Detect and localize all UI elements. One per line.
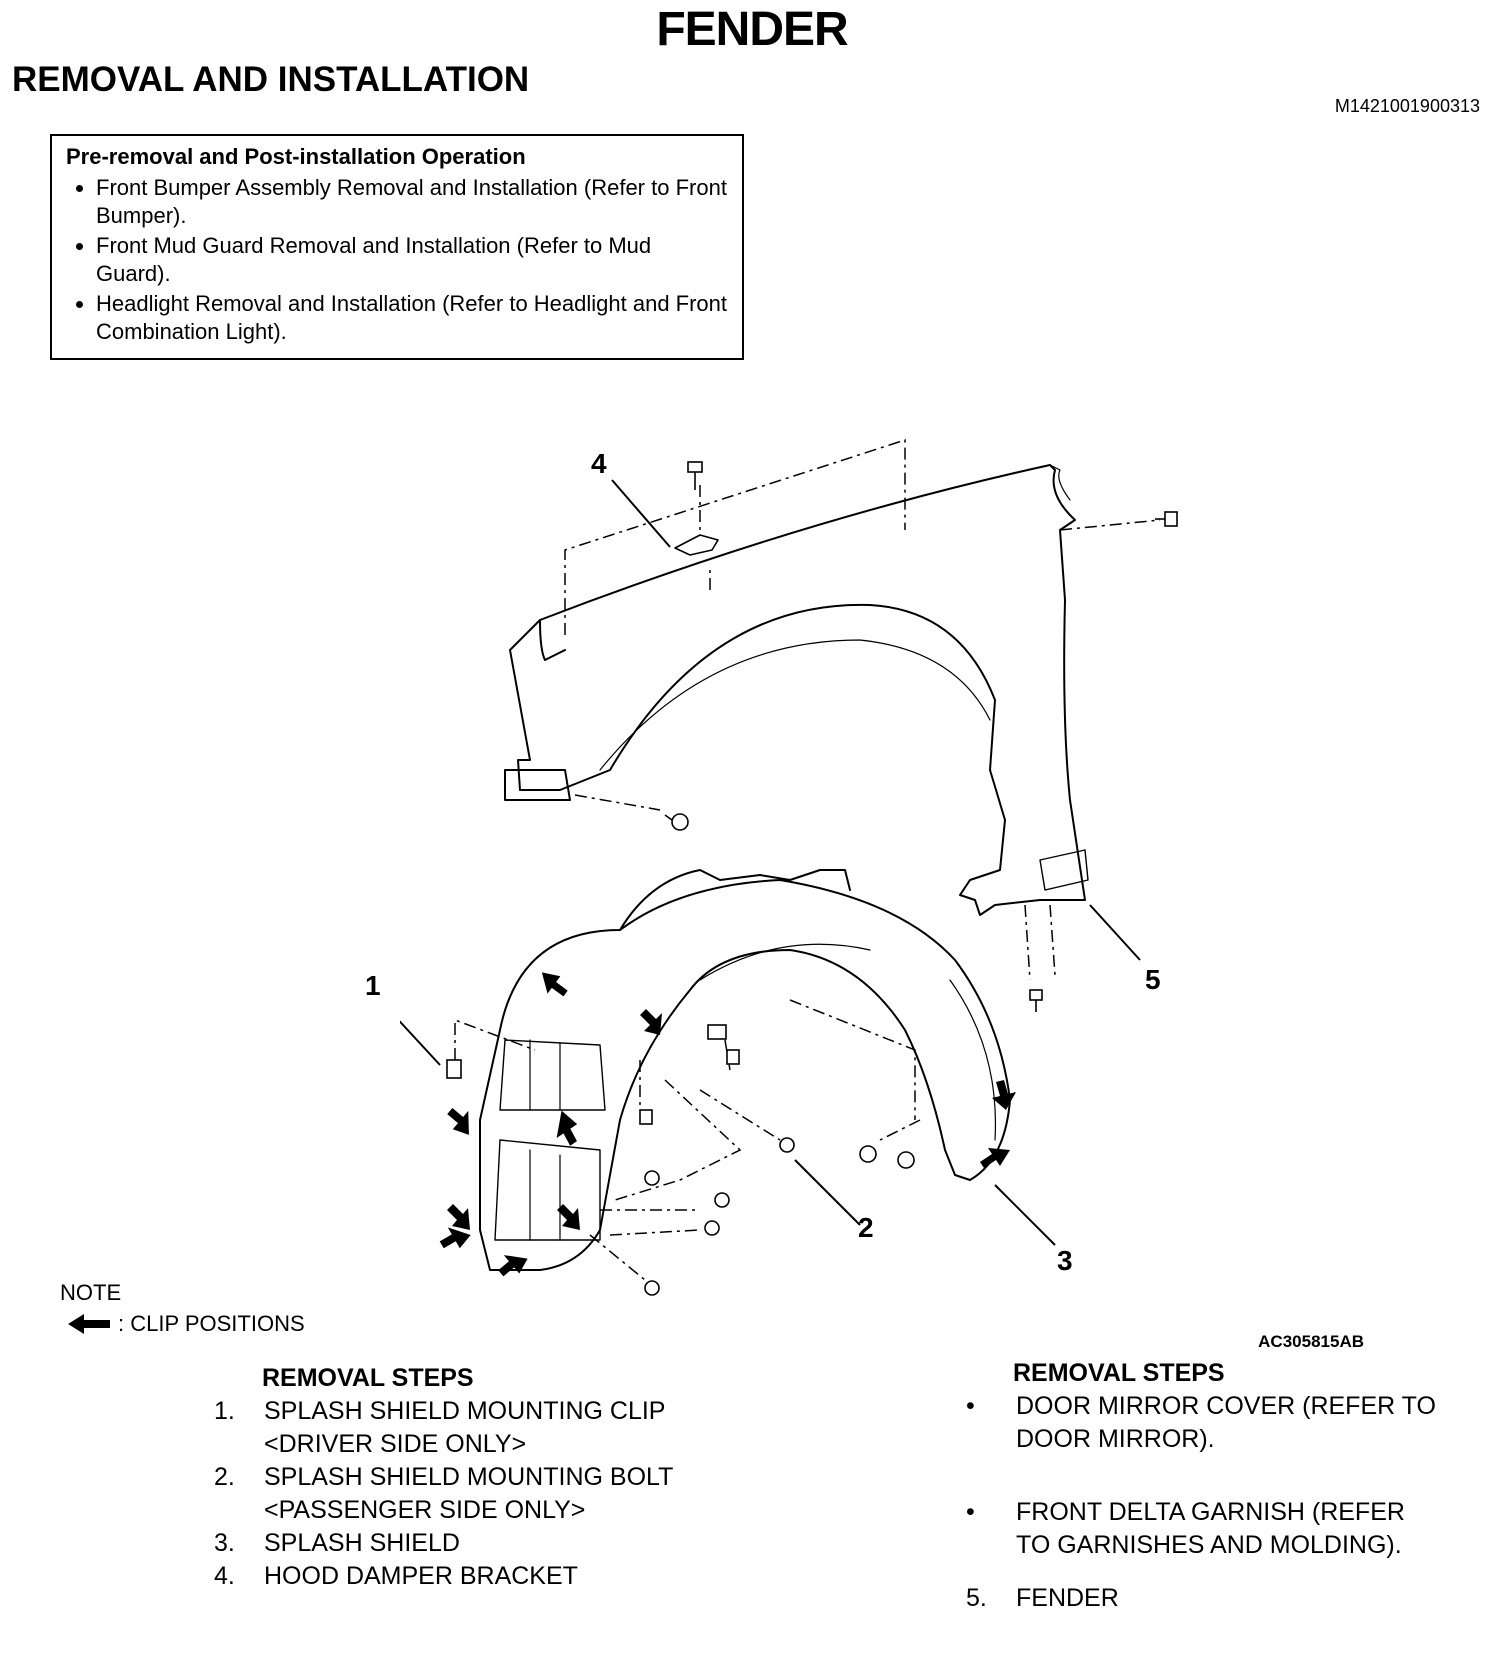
bolt-icon <box>687 461 703 490</box>
pre-operation-box: Pre-removal and Post-installation Operat… <box>50 134 744 360</box>
note-label: NOTE <box>60 1280 122 1305</box>
figure-id: AC305815AB <box>1258 1332 1364 1351</box>
fender-exploded-diagram <box>400 438 1178 1296</box>
pre-operation-heading: Pre-removal and Post-installation Operat… <box>66 144 526 169</box>
splash-shield <box>479 879 1011 1271</box>
callout-1: 1 <box>365 970 381 1001</box>
bolt-icon <box>664 813 689 831</box>
clip-legend-text: : CLIP POSITIONS <box>118 1311 305 1336</box>
removal-steps-heading-left: REMOVAL STEPS <box>262 1364 474 1392</box>
left-arrow-icon <box>68 1314 110 1334</box>
list-item: 4.HOOD DAMPER BRACKET <box>214 1562 578 1590</box>
list-item: Headlight Removal and Installation (Refe… <box>96 290 728 346</box>
list-item: Front Bumper Assembly Removal and Instal… <box>96 174 728 230</box>
hood-damper-bracket <box>674 534 719 556</box>
section-title: REMOVAL AND INSTALLATION <box>12 60 530 99</box>
clip-icon <box>446 1059 462 1079</box>
page-title: FENDER <box>656 3 848 56</box>
bolt-icon <box>644 1280 660 1296</box>
list-item: 3.SPLASH SHIELD <box>214 1529 460 1557</box>
document-id: M1421001900313 <box>1334 96 1480 116</box>
list-item: 5.FENDER <box>966 1584 1119 1612</box>
bolt-icon <box>639 1109 653 1125</box>
bolt-icon <box>644 1170 660 1186</box>
clip-position-arrows <box>439 972 1016 1277</box>
callout-4: 4 <box>591 448 607 479</box>
pre-operation-list: Front Bumper Assembly Removal and Instal… <box>66 174 728 346</box>
bolt-icon <box>1155 511 1178 527</box>
bolt-icon <box>859 1145 877 1163</box>
bolt-icon <box>779 1137 795 1153</box>
bolt-icon <box>704 1220 720 1236</box>
bolt-icon <box>714 1192 730 1208</box>
bolt-icon <box>726 1049 740 1065</box>
bolt-icon <box>897 1151 915 1169</box>
callout-5: 5 <box>1145 964 1161 995</box>
list-item: 2.SPLASH SHIELD MOUNTING BOLT<PASSENGER … <box>214 1463 674 1524</box>
bolt-icon <box>1029 989 1043 1012</box>
clip-icon <box>707 1024 727 1040</box>
callout-2: 2 <box>858 1212 874 1243</box>
callout-3: 3 <box>1057 1245 1073 1276</box>
clip-legend: : CLIP POSITIONS <box>68 1311 305 1337</box>
removal-steps-list-left: 1.SPLASH SHIELD MOUNTING CLIP<DRIVER SID… <box>214 1395 673 1593</box>
list-item: Front Mud Guard Removal and Installation… <box>96 232 728 288</box>
fender-panel <box>509 464 1086 916</box>
removal-steps-heading-right: REMOVAL STEPS <box>1013 1359 1225 1387</box>
list-item: 1.SPLASH SHIELD MOUNTING CLIP<DRIVER SID… <box>214 1397 666 1458</box>
